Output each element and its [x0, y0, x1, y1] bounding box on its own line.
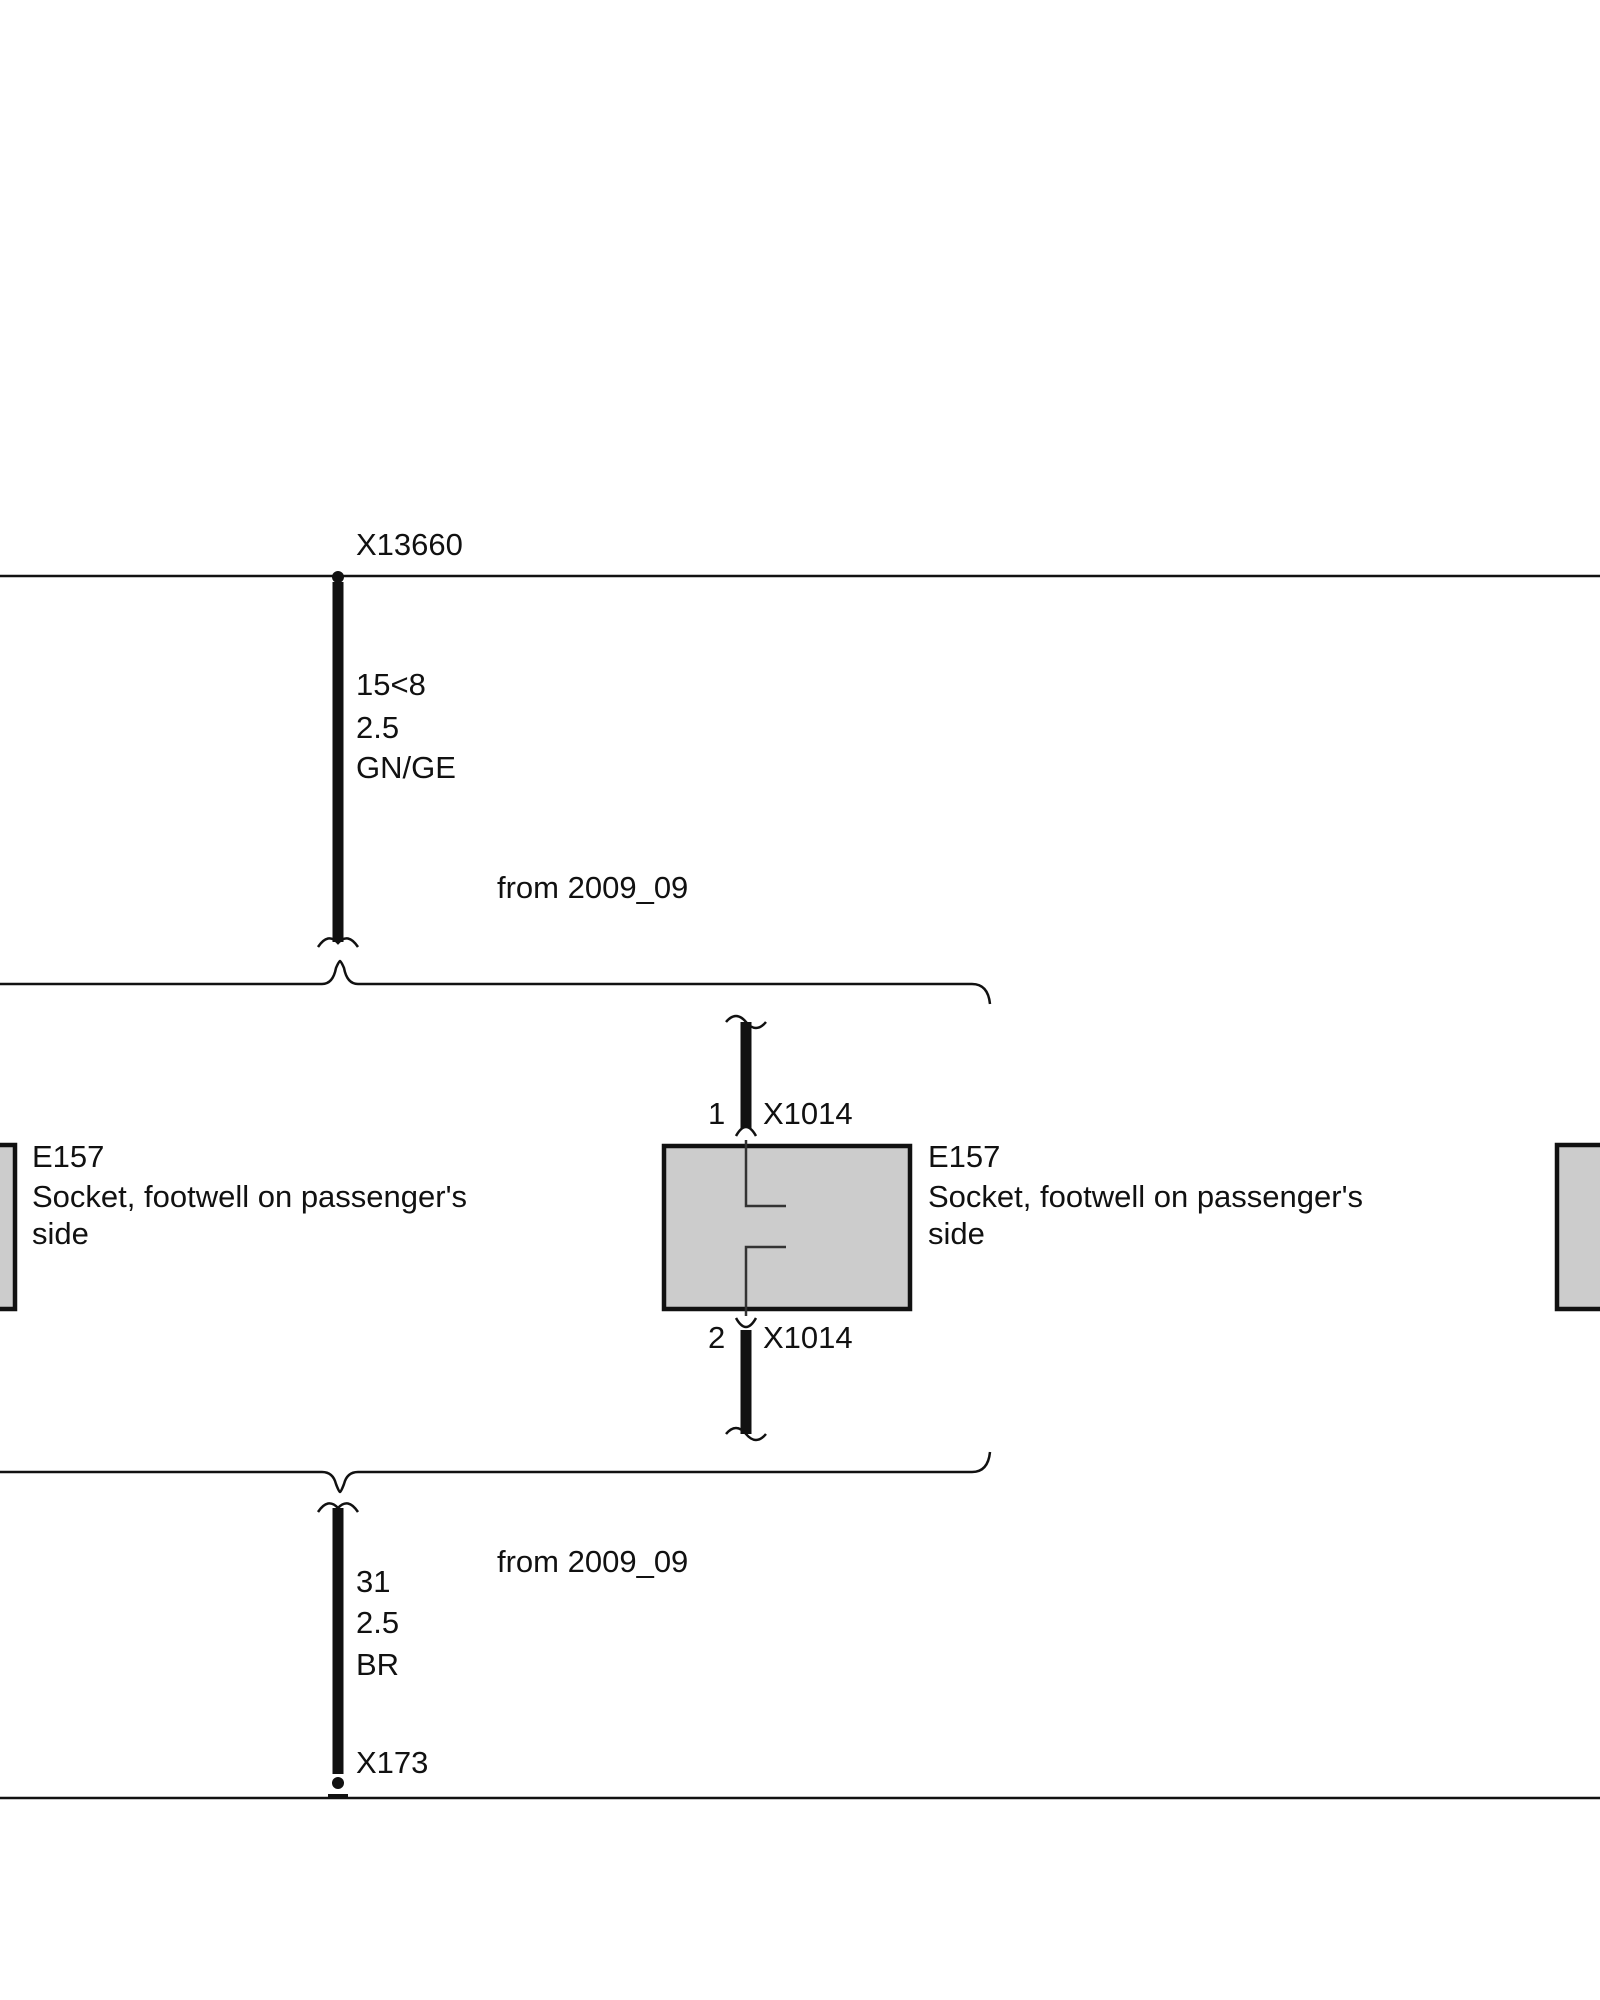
bottom-node-label: X173 [356, 1745, 428, 1780]
center-component-box[interactable] [661, 1143, 913, 1312]
center-connector-top: X1014 [763, 1096, 853, 1131]
center-bottom-pin-cap [734, 1317, 758, 1329]
bottom-node-ground-mark [328, 1794, 348, 1799]
center-top-pin-cap [734, 1125, 758, 1137]
right-component-box[interactable] [1554, 1142, 1600, 1312]
center-component-desc-line2: side [928, 1216, 985, 1251]
top-wire-terminal: 15<8 [356, 667, 426, 702]
top-wire-cross-section: 2.5 [356, 710, 399, 745]
bottom-variant-brace [0, 1451, 992, 1494]
top-wire-color-code: GN/GE [356, 750, 456, 785]
bottom-node-dot [332, 1777, 344, 1789]
center-pin-top: 1 [708, 1096, 725, 1131]
left-component-desc-line2: side [32, 1216, 89, 1251]
left-component-box[interactable] [0, 1142, 18, 1312]
top-node-label: X13660 [356, 527, 463, 562]
bottom-wire-color-code: BR [356, 1647, 399, 1682]
top-wire-break-mark [316, 937, 360, 948]
center-pin-bottom: 2 [708, 1320, 725, 1355]
center-component-desc-line1: Socket, footwell on passenger's [928, 1179, 1363, 1214]
center-component-contact-1 [744, 1140, 786, 1208]
bottom-wire-cross-section: 2.5 [356, 1605, 399, 1640]
top-node-dot [332, 571, 344, 583]
top-variant-brace [0, 959, 992, 1005]
left-component-id: E157 [32, 1139, 104, 1174]
left-component-desc-line1: Socket, footwell on passenger's [32, 1179, 467, 1214]
bottom-variant-label: from 2009_09 [497, 1544, 688, 1579]
center-connector-bottom: X1014 [763, 1320, 853, 1355]
center-bottom-wire-break-mark [725, 1426, 767, 1442]
bottom-wire-terminal: 31 [356, 1564, 390, 1599]
center-component-id: E157 [928, 1139, 1000, 1174]
top-variant-label: from 2009_09 [497, 870, 688, 905]
center-component-contact-2 [744, 1245, 786, 1316]
